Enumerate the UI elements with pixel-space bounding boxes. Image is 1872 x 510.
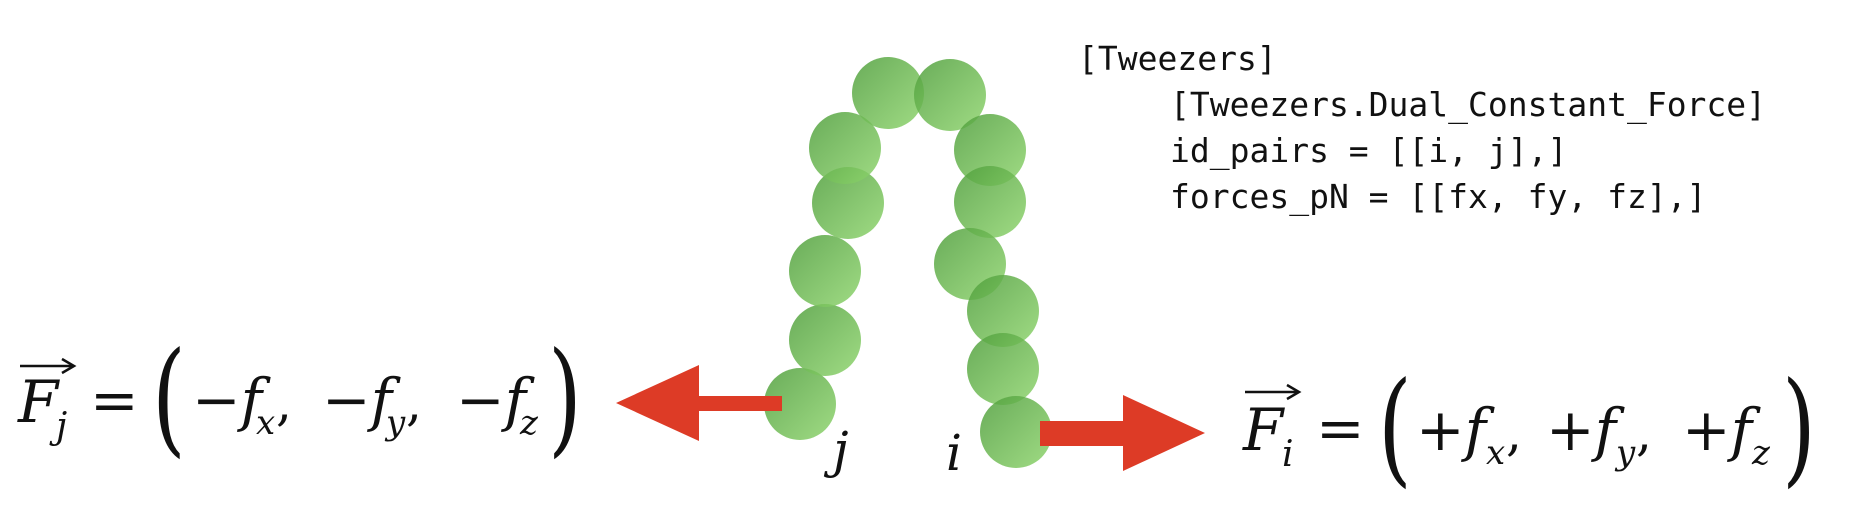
- equals-sign-right: =: [1316, 394, 1365, 462]
- open-paren-right: (: [1378, 356, 1412, 500]
- separator-1-right: ,: [1506, 404, 1522, 462]
- component-z-left: −f: [456, 366, 536, 434]
- component-z-right: +f: [1682, 396, 1762, 464]
- component-y-left: −f: [322, 366, 402, 434]
- force-subscript-right: i: [1282, 434, 1294, 475]
- polymer-bead: [812, 167, 884, 239]
- equation-left: F j = ( −f x , −f y , −f z ): [17, 326, 582, 470]
- polymer-bead: [967, 275, 1039, 347]
- subscript-x-right: x: [1486, 433, 1505, 473]
- component-y-right: +f: [1546, 396, 1626, 464]
- polymer-bead: [980, 396, 1052, 468]
- polymer-bead: [764, 368, 836, 440]
- component-x-right: +f: [1416, 396, 1496, 464]
- vector-arrowhead-icon: [61, 357, 77, 375]
- polymer-bead: [852, 57, 924, 129]
- component-x-left: −f: [192, 366, 272, 434]
- separator-2-left: ,: [406, 374, 422, 432]
- left-force-arrow: [616, 365, 782, 441]
- separator-1-left: ,: [276, 374, 292, 432]
- polymer-bead: [954, 114, 1026, 186]
- close-paren-right: ): [1782, 356, 1816, 500]
- subscript-x-left: x: [256, 403, 275, 443]
- subscript-y-left: y: [384, 403, 406, 443]
- force-symbol-right: F: [1242, 396, 1285, 464]
- code-line-id-pairs: id_pairs = [[i, j],]: [1170, 131, 1568, 170]
- polymer-bead: [809, 112, 881, 184]
- separator-2-right: ,: [1636, 404, 1652, 462]
- vector-arrowhead-icon: [1286, 383, 1302, 401]
- equation-right: F i = ( +f x , +f y , +f z ): [1242, 356, 1816, 500]
- close-paren-left: ): [548, 326, 582, 470]
- polymer-bead: [954, 166, 1026, 238]
- bead-label-i: i: [946, 424, 962, 482]
- right-force-arrow: [1040, 395, 1205, 471]
- open-paren-left: (: [152, 326, 186, 470]
- code-line-tweezers-section: [Tweezers]: [1078, 39, 1277, 78]
- polymer-bead: [967, 333, 1039, 405]
- equals-sign-left: =: [90, 366, 139, 434]
- polymer-bead: [789, 235, 861, 307]
- subscript-y-right: y: [1614, 433, 1636, 473]
- polymer-bead-chain: [764, 57, 1052, 468]
- bead-label-j: j: [823, 421, 849, 479]
- polymer-bead: [789, 304, 861, 376]
- polymer-bead: [914, 59, 986, 131]
- subscript-z-left: z: [519, 403, 539, 443]
- subscript-z-right: z: [1751, 433, 1771, 473]
- code-line-dual-constant-force-section: [Tweezers.Dual_Constant_Force]: [1170, 85, 1767, 124]
- code-line-forces-pn: forces_pN = [[fx, fy, fz],]: [1170, 177, 1707, 216]
- force-symbol-left: F: [17, 368, 60, 436]
